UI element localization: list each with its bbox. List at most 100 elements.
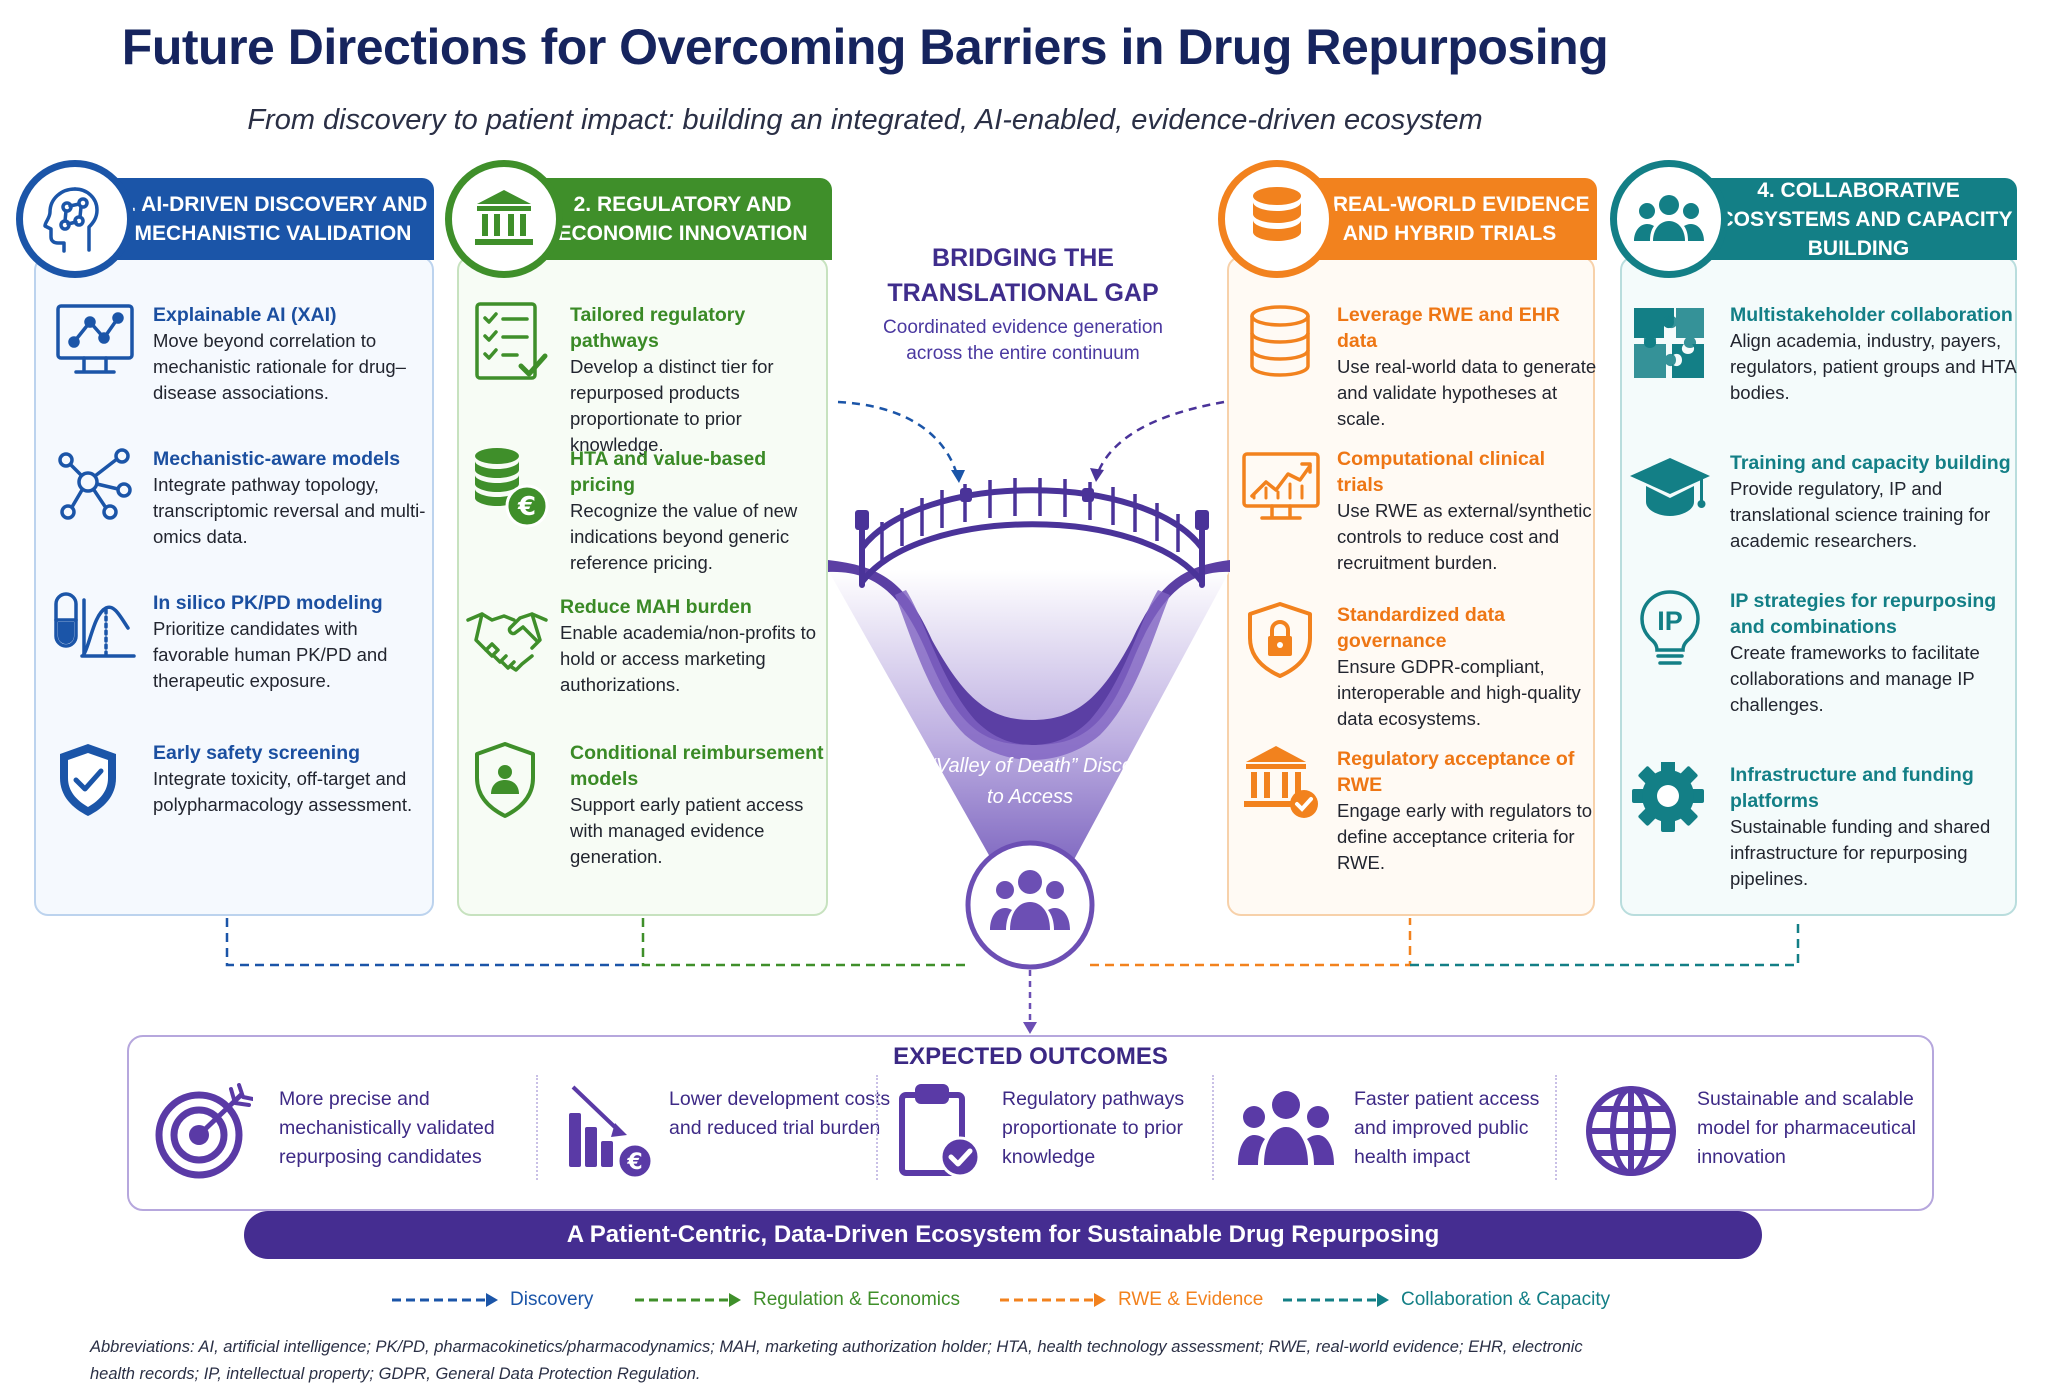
page-subtitle: From discovery to patient impact: buildi… (247, 104, 1483, 136)
outcome-text: Regulatory pathways proportionate to pri… (1002, 1088, 1185, 1168)
item-computational-trials: Computational clinical trials Use RWE as… (1240, 448, 1592, 573)
item-title: Tailored regulatory pathways (570, 304, 746, 352)
svg-text:€: € (626, 1150, 642, 1175)
lightbulb-ip-icon: IP (1630, 588, 1712, 670)
checklist-icon (471, 302, 553, 384)
item-ip-strategies: IP IP strategies for repurposing and com… (1630, 588, 2010, 728)
ecosystem-banner: A Patient-Centric, Data-Driven Ecosystem… (244, 1211, 1762, 1259)
legend-arrow-collaboration (1283, 1293, 1389, 1307)
item-desc: Provide regulatory, IP and translational… (1730, 478, 1991, 551)
item-desc: Align academia, industry, payers, regula… (1730, 330, 2016, 403)
item-desc: Use RWE as external/synthetic controls t… (1337, 500, 1592, 573)
target-icon (153, 1083, 255, 1179)
handshake-icon (466, 598, 548, 680)
item-title: IP strategies for repurposing and combin… (1730, 590, 1997, 638)
legend-collaboration: Collaboration & Capacity (1281, 1289, 1610, 1311)
shield-person-icon (471, 740, 553, 822)
capsule-curve-icon (54, 590, 136, 672)
column-header-ai-discovery: 1. AI-DRIVEN DISCOVERY AND MECHANISTIC V… (112, 178, 434, 260)
item-title: Regulatory acceptance of RWE (1337, 748, 1575, 796)
item-infrastructure: Infrastructure and funding platforms Sus… (1630, 760, 2010, 902)
shield-lock-icon (1240, 600, 1322, 682)
item-desc: Ensure GDPR-compliant, interoperable and… (1337, 656, 1581, 729)
valley-of-death-label: The “Valley of Death” Discovery to Acces… (889, 755, 1171, 808)
column-header-rwe: 3. REAL-WORLD EVIDENCE AND HYBRID TRIALS (1302, 178, 1597, 260)
puzzle-icon (1630, 302, 1712, 384)
item-desc: Move beyond correlation to mechanistic r… (153, 330, 406, 403)
database-icon (1240, 302, 1322, 384)
bridge-arch (859, 487, 1205, 588)
monitor-chart-icon (1240, 450, 1322, 532)
item-mechanistic-models: Mechanistic-aware models Integrate pathw… (54, 446, 425, 556)
item-title: Infrastructure and funding platforms (1730, 764, 1974, 812)
abbreviations-footnote: Abbreviations: AI, artificial intelligen… (90, 1338, 1583, 1383)
outcome-divider (1555, 1075, 1557, 1180)
monitor-network-icon (54, 302, 136, 384)
item-desc: Prioritize candidates with favorable hum… (153, 618, 388, 691)
item-desc: Engage early with regulators to define a… (1337, 800, 1593, 873)
item-title: Conditional reimbursement models (570, 742, 824, 790)
people-icon (990, 870, 1070, 930)
coins-euro-icon: € (471, 446, 553, 528)
item-title: Leverage RWE and EHR data (1337, 304, 1560, 352)
column-header-regulatory: 2. REGULATORY AND ECONOMIC INNOVATION (533, 178, 832, 260)
item-reduce-mah: Reduce MAH burden Enable academia/non-pr… (466, 596, 823, 708)
people-group-icon (1238, 1083, 1334, 1179)
clipboard-check-icon (898, 1083, 994, 1179)
item-multistakeholder: Multistakeholder collaboration Align aca… (1630, 302, 2016, 412)
legend-rwe: RWE & Evidence (998, 1289, 1263, 1311)
item-explainable-ai: Explainable AI (XAI) Move beyond correla… (54, 302, 424, 412)
outcomes-title: EXPECTED OUTCOMES (893, 1043, 1168, 1070)
institution-check-icon (1240, 742, 1322, 824)
institution-icon (445, 160, 563, 278)
outcome-text: Lower development costs and reduced tria… (669, 1088, 891, 1139)
database-icon (1218, 160, 1336, 278)
page-title: Future Directions for Overcoming Barrier… (121, 19, 1609, 75)
item-title: Standardized data governance (1337, 604, 1505, 652)
column-header-collaboration: 4. COLLABORATIVE ECOSYSTEMS AND CAPACITY… (1700, 178, 2017, 260)
legend-regulation: Regulation & Economics (633, 1289, 960, 1311)
declining-bars-euro-icon: € (563, 1083, 659, 1180)
item-desc: Enable academia/non-profits to hold or a… (560, 622, 817, 695)
item-title: Training and capacity building (1730, 452, 2011, 474)
shield-check-icon (54, 740, 136, 822)
legend-label: Discovery (510, 1289, 594, 1310)
outcome-text: More precise and mechanistically validat… (279, 1088, 495, 1168)
item-desc: Sustainable funding and shared infrastru… (1730, 816, 1991, 889)
item-early-safety: Early safety screening Integrate toxicit… (54, 740, 424, 850)
legend-label: RWE & Evidence (1118, 1289, 1264, 1310)
item-leverage-rwe: Leverage RWE and EHR data Use real-world… (1240, 302, 1596, 429)
legend-label: Collaboration & Capacity (1401, 1289, 1611, 1310)
item-desc: Develop a distinct tier for repurposed p… (570, 356, 774, 455)
legend-arrow-rwe (1000, 1293, 1106, 1307)
globe-icon (1583, 1083, 1679, 1179)
outcome-text: Faster patient access and improved publi… (1354, 1088, 1540, 1168)
brain-network-icon (16, 160, 134, 278)
item-title: HTA and value-based pricing (570, 448, 767, 496)
item-hta-pricing: € HTA and value-based pricing Recognize … (471, 446, 823, 573)
item-data-governance: Standardized data governance Ensure GDPR… (1240, 600, 1590, 729)
item-title: Explainable AI (XAI) (153, 304, 337, 326)
outcome-divider (876, 1075, 878, 1180)
legend-arrow-regulation (635, 1293, 741, 1307)
outcome-divider (536, 1075, 538, 1180)
item-desc: Integrate pathway topology, transcriptom… (153, 474, 426, 547)
network-nodes-icon (54, 446, 136, 528)
item-title: Early safety screening (153, 742, 361, 764)
item-regulatory-acceptance: Regulatory acceptance of RWE Engage earl… (1240, 742, 1592, 882)
graduation-cap-icon (1630, 450, 1712, 532)
item-desc: Create frameworks to facilitate collabor… (1730, 642, 1980, 715)
item-title: Multistakeholder collaboration (1730, 304, 2013, 326)
bridge-title: BRIDGING THE TRANSLATIONAL GAP (887, 244, 1159, 307)
item-title: Reduce MAH burden (560, 596, 752, 618)
outcome-text: Sustainable and scalable model for pharm… (1697, 1088, 1916, 1168)
item-title: Computational clinical trials (1337, 448, 1546, 496)
item-desc: Recognize the value of new indications b… (570, 500, 798, 573)
svg-text:IP: IP (1657, 606, 1683, 636)
bridge-subtitle: Coordinated evidence generation across t… (883, 317, 1163, 364)
legend-discovery: Discovery (390, 1289, 593, 1311)
team-icon (1610, 160, 1728, 278)
item-title: In silico PK/PD modeling (153, 592, 383, 614)
item-desc: Integrate toxicity, off-target and polyp… (153, 768, 413, 815)
